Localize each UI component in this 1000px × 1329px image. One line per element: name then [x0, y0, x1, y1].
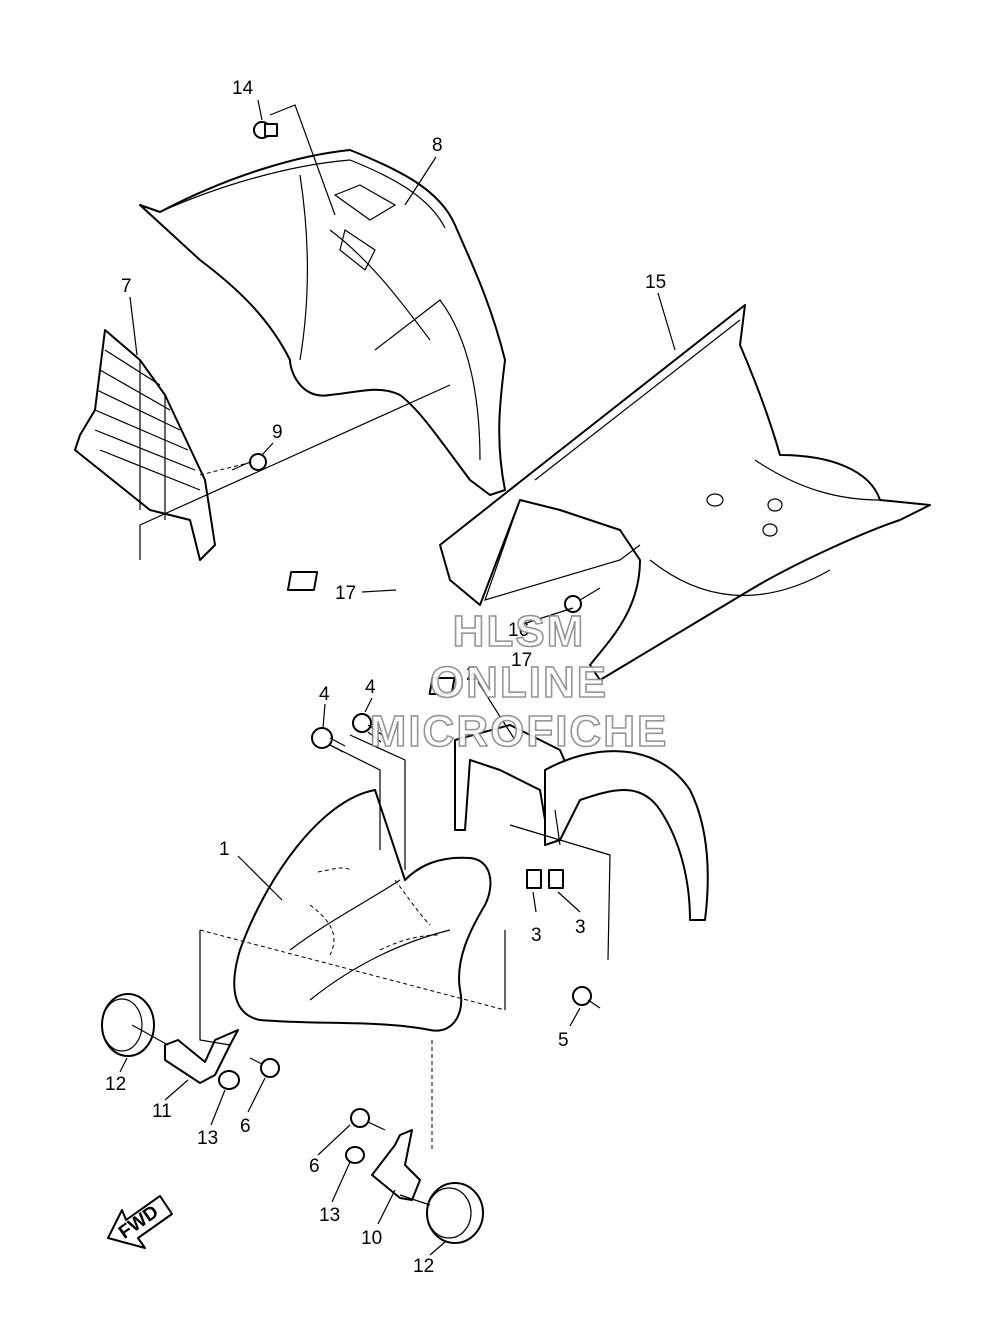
part-3-clip-right[interactable]	[548, 869, 564, 889]
part-7-grille-panel[interactable]	[74, 329, 216, 561]
callout-17-lower: 17	[511, 650, 532, 671]
part-5-bolt[interactable]	[572, 986, 601, 1009]
watermark-line-1: HLSM	[453, 607, 586, 656]
callout-16: 16	[508, 620, 529, 641]
callout-labels: 14 8 7 15 9 17 16 17 2 4 4 1 3 3 5 12 11…	[105, 78, 666, 1277]
part-2-inner-fender[interactable]	[454, 724, 709, 921]
part-6-bolt-left[interactable]	[249, 1057, 280, 1078]
part-17-nut-lower[interactable]	[428, 677, 456, 695]
part-15-leg-shield[interactable]	[439, 304, 931, 681]
callout-7: 7	[121, 276, 132, 297]
part-13-collar-lower[interactable]	[345, 1146, 365, 1164]
callout-leaders	[119, 99, 676, 1256]
part-10-bracket-lower[interactable]	[371, 1129, 421, 1201]
part-4-bolt-right[interactable]	[352, 713, 386, 743]
callout-15: 15	[645, 272, 666, 293]
part-17-nut-upper[interactable]	[286, 571, 319, 591]
callout-1: 1	[219, 839, 230, 860]
assembly-lines	[131, 104, 611, 1206]
callout-13-lower: 13	[319, 1205, 340, 1226]
callout-10: 10	[361, 1228, 382, 1249]
callout-4-left: 4	[319, 684, 330, 705]
watermark: HLSM ONLINE MICROFICHE	[369, 606, 669, 757]
fwd-arrow-icon: FWD	[107, 1195, 173, 1249]
part-3-clip-left[interactable]	[526, 869, 542, 889]
part-8-front-cover[interactable]	[139, 149, 506, 496]
callout-6-left: 6	[240, 1116, 251, 1137]
part-14-bolt[interactable]	[253, 121, 278, 139]
part-13-collar-left[interactable]	[218, 1070, 240, 1090]
callout-4-right: 4	[365, 677, 376, 698]
callout-3-left: 3	[531, 925, 542, 946]
callout-12-left: 12	[105, 1074, 126, 1095]
callout-9: 9	[272, 422, 283, 443]
callout-14: 14	[232, 78, 254, 99]
part-4-bolt-left[interactable]	[311, 727, 346, 753]
part-12-reflector-left[interactable]	[101, 993, 155, 1057]
part-6-bolt-lower[interactable]	[350, 1108, 386, 1131]
watermark-line-3: MICROFICHE	[370, 707, 669, 756]
part-1-front-fender[interactable]	[233, 789, 492, 1032]
part-12-reflector-lower[interactable]	[426, 1182, 484, 1244]
callout-2: 2	[466, 664, 477, 685]
callout-12-lower: 12	[413, 1256, 434, 1277]
callout-13-left: 13	[197, 1128, 218, 1149]
callout-11: 11	[152, 1101, 172, 1122]
callout-8: 8	[432, 135, 443, 156]
callout-3-right: 3	[575, 917, 586, 938]
callout-6-lower: 6	[309, 1156, 320, 1177]
callout-5: 5	[558, 1030, 569, 1051]
watermark-line-2: ONLINE	[430, 658, 608, 707]
part-9-screw[interactable]	[231, 453, 267, 471]
part-16-bolt[interactable]	[564, 587, 601, 613]
callout-17-upper: 17	[335, 583, 356, 604]
